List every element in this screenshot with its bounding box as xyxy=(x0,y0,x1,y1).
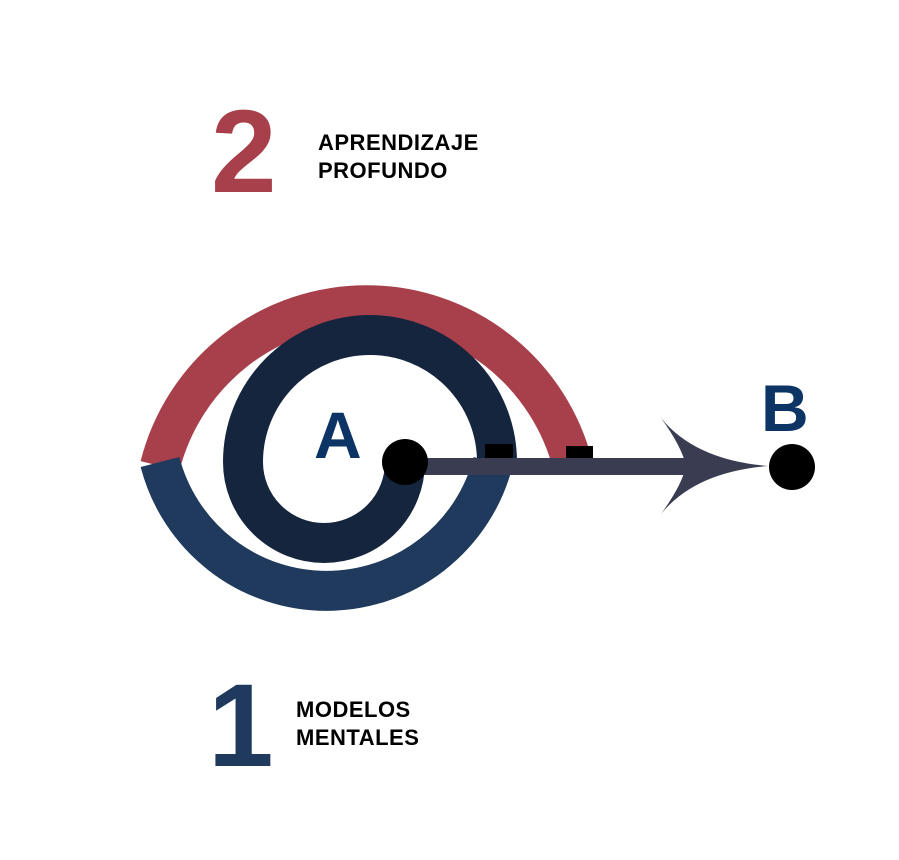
step-1-label-line-1: MODELOS xyxy=(296,697,411,722)
spiral-marker-inner xyxy=(485,444,513,460)
point-a-label: A xyxy=(314,398,362,472)
outer-spiral-blue-arc xyxy=(140,456,513,611)
point-b-dot xyxy=(769,444,815,490)
point-a-dot xyxy=(382,439,428,485)
step-2-label-line-2: PROFUNDO xyxy=(318,158,448,183)
arrow-shaft xyxy=(405,458,689,475)
outer-spiral-red-arc xyxy=(140,285,593,471)
step-2-number: 2 xyxy=(211,86,277,218)
point-b-label: B xyxy=(761,371,809,445)
inner-spiral-arc xyxy=(222,315,517,563)
step-1-label-line-2: MENTALES xyxy=(296,725,419,750)
step-1-number: 1 xyxy=(208,660,274,792)
step-2-label-line-1: APRENDIZAJE xyxy=(318,130,479,155)
arrow-head xyxy=(661,418,768,514)
